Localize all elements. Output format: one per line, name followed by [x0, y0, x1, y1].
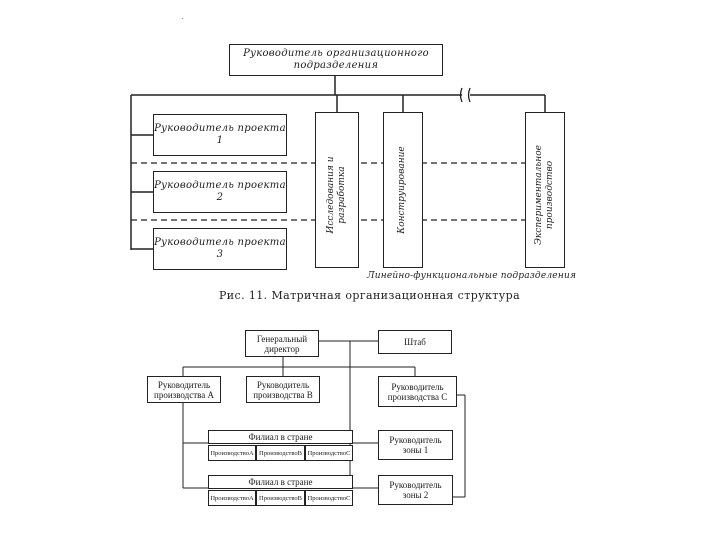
branch-2-production-c-label: ПроизводствоС — [307, 494, 351, 502]
general-director-box: Генеральный директор — [245, 330, 319, 357]
zone-1-manager-box: Руководитель зоны 1 — [378, 430, 453, 460]
branch-2-production-a-cell: ПроизводствоА — [208, 490, 256, 506]
staff-box: Штаб — [378, 330, 452, 354]
branch-2-header: Филиал в стране — [208, 475, 353, 489]
branch-1-header: Филиал в стране — [208, 430, 353, 444]
scan-mark: . — [181, 12, 184, 21]
figure1-legend: Линейно-функциональные подразделения — [367, 271, 577, 281]
branch-2-production-c-cell: ПроизводствоС — [305, 490, 353, 506]
branch-2-production-a-label: ПроизводствоА — [210, 494, 254, 502]
function-design-column — [383, 112, 423, 268]
project-manager-2-box: Руководитель проекта 2 — [153, 171, 287, 213]
function-production-column — [525, 112, 565, 268]
function-research-label: Исследования и разработка — [326, 156, 347, 234]
production-b-manager-label: Руководитель производства В — [253, 379, 313, 400]
org-unit-head-box: Руководитель организационного подразделе… — [229, 44, 443, 76]
branch-1-production-c-cell: ПроизводствоС — [305, 445, 353, 461]
production-c-manager-box: Руководитель производства С — [378, 376, 457, 407]
project-manager-1-label: Руководитель проекта 1 — [154, 123, 286, 146]
branch-1-production-a-cell: ПроизводствоА — [208, 445, 256, 461]
function-production-label: Экспериментальное производство — [534, 145, 555, 245]
branch-1-production-b-label: ПроизводствоВ — [259, 449, 302, 457]
production-a-manager-box: Руководитель производства А — [147, 376, 221, 403]
zone-2-manager-label: Руководитель зоны 2 — [389, 480, 442, 500]
branch-1-production-b-cell: ПроизводствоВ — [256, 445, 305, 461]
zone-2-manager-box: Руководитель зоны 2 — [378, 475, 453, 505]
production-c-manager-label: Руководитель производства С — [387, 381, 448, 402]
staff-label: Штаб — [404, 337, 426, 347]
production-a-manager-label: Руководитель производства А — [154, 379, 214, 400]
org-unit-head-label: Руководитель организационного подразделе… — [243, 48, 429, 71]
project-manager-3-box: Руководитель проекта 3 — [153, 228, 287, 270]
general-director-label: Генеральный директор — [256, 333, 308, 354]
zone-1-manager-label: Руководитель зоны 1 — [389, 435, 442, 455]
branch-2-production-b-label: ПроизводствоВ — [259, 494, 302, 502]
branch-1-label: Филиал в стране — [248, 432, 313, 442]
function-design-label: Конструирование — [397, 146, 407, 234]
figure1-caption: Рис. 11. Матричная организационная струк… — [219, 289, 521, 302]
branch-1-production-c-label: ПроизводствоС — [307, 449, 351, 457]
project-manager-1-box: Руководитель проекта 1 — [153, 114, 287, 156]
branch-1-production-a-label: ПроизводствоА — [210, 449, 254, 457]
project-manager-2-label: Руководитель проекта 2 — [154, 180, 286, 203]
project-manager-3-label: Руководитель проекта 3 — [154, 237, 286, 260]
branch-2-production-b-cell: ПроизводствоВ — [256, 490, 305, 506]
branch-2-label: Филиал в стране — [248, 477, 313, 487]
production-b-manager-box: Руководитель производства В — [246, 376, 320, 403]
function-research-column — [315, 112, 359, 268]
